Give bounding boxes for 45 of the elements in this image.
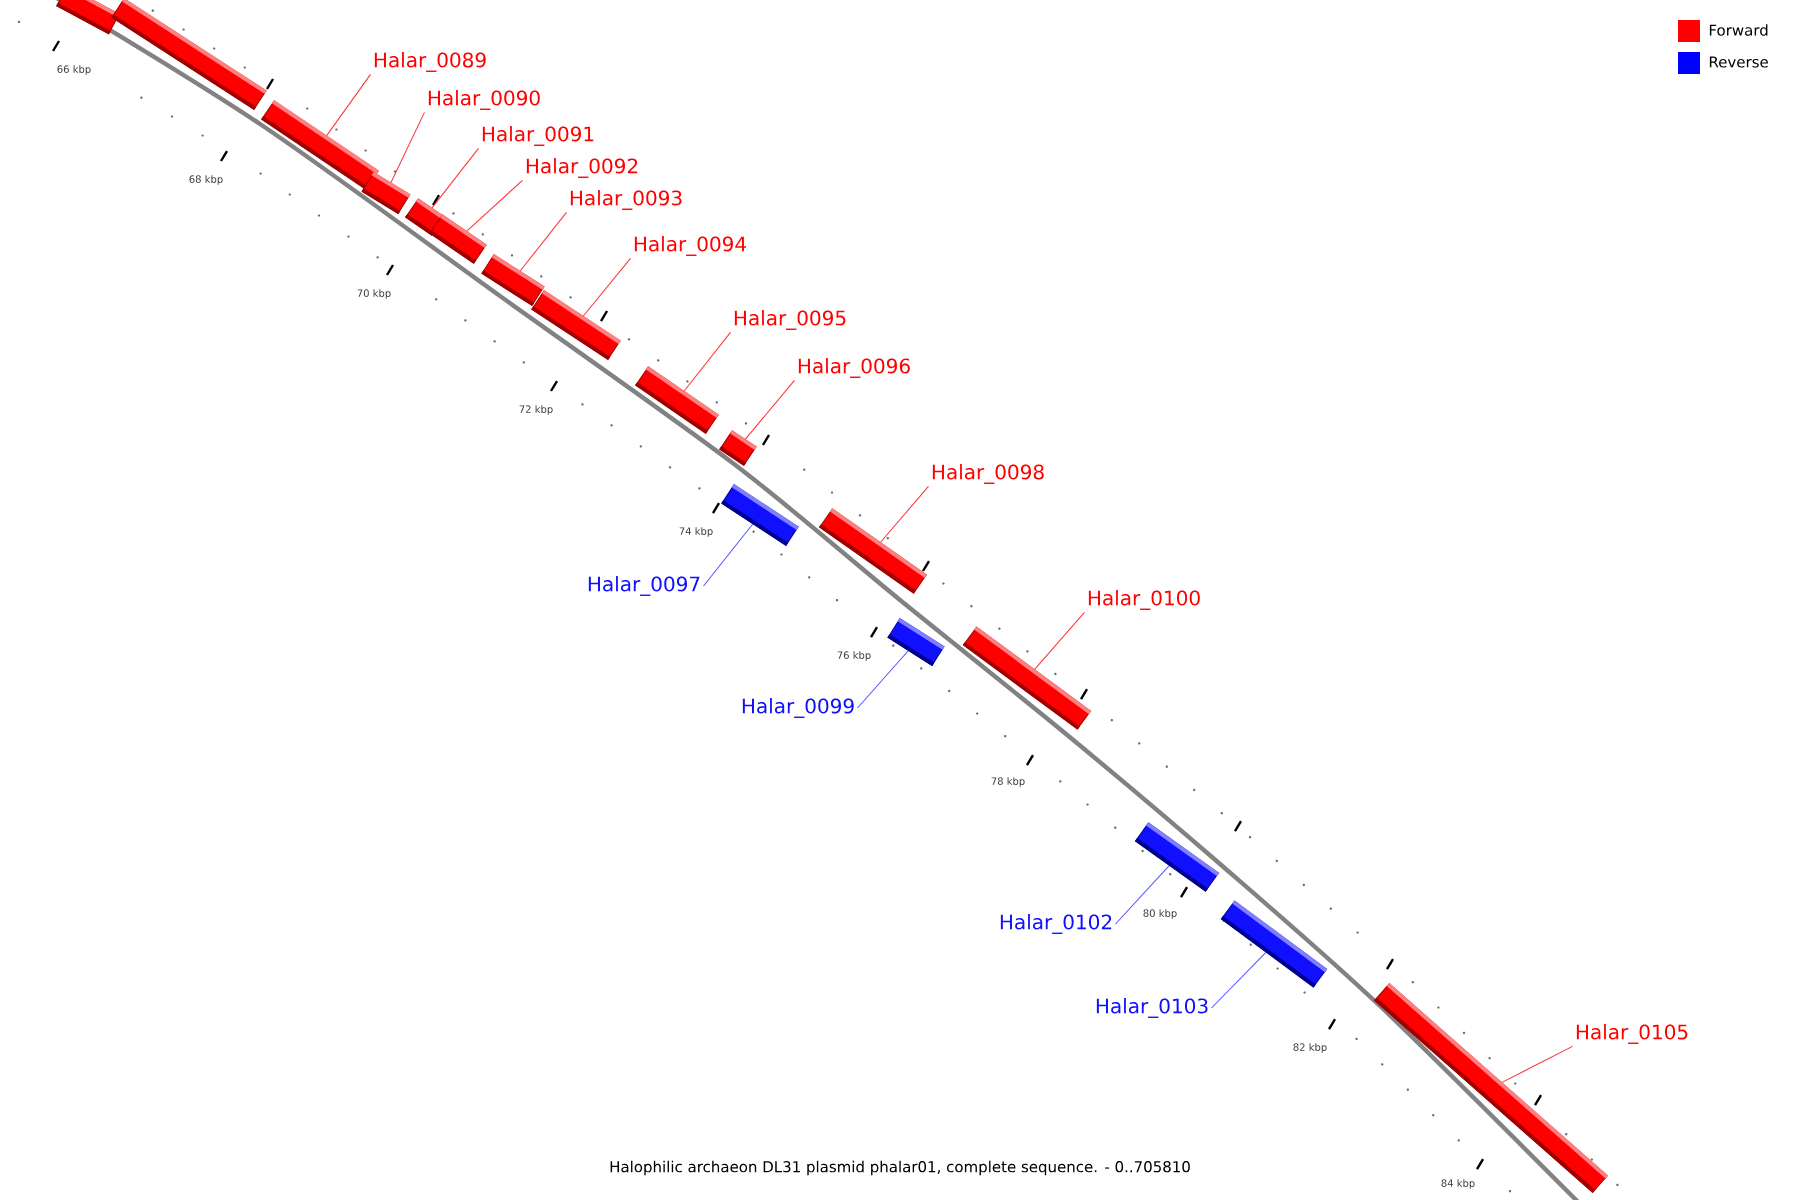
- gene-block: [719, 430, 757, 466]
- leader-line: [703, 523, 754, 587]
- gene-label: Halar_0098: [932, 464, 1044, 484]
- leader-line: [582, 257, 631, 317]
- gene-block: [962, 626, 1092, 730]
- leader-line: [1501, 1045, 1573, 1083]
- gene-label: Halar_0103: [1096, 998, 1208, 1018]
- gene-block: [1220, 900, 1328, 988]
- leader-line: [326, 73, 371, 137]
- gene-block: [429, 214, 487, 264]
- gene-label: Halar_0094: [634, 236, 746, 256]
- leader-line: [1115, 865, 1170, 925]
- leader-line: [683, 331, 731, 392]
- gene-label: Halar_0105: [1576, 1024, 1688, 1044]
- gene-block: [721, 483, 799, 547]
- gene-label: Halar_0095: [734, 310, 846, 330]
- leader-line: [744, 379, 795, 440]
- gene-block: [481, 253, 545, 307]
- leader-line: [1034, 611, 1085, 670]
- gene-label: Halar_0090: [428, 90, 540, 110]
- gene-label: Halar_0096: [798, 358, 910, 378]
- gene-label: Halar_0092: [526, 158, 638, 178]
- gene-block: [261, 100, 379, 190]
- gene-label: Halar_0102: [1000, 914, 1112, 934]
- leader-line: [1211, 951, 1267, 1009]
- leader-line: [857, 650, 909, 709]
- gene-block: [111, 0, 267, 111]
- leader-line: [519, 211, 567, 272]
- gene-label: Halar_0089: [374, 52, 486, 72]
- gene-block: [531, 290, 621, 361]
- gene-label: Halar_0099: [742, 698, 854, 718]
- gene-block: [361, 171, 411, 215]
- gene-block: [887, 617, 945, 667]
- gene-label: Halar_0097: [588, 576, 700, 596]
- leader-line: [390, 111, 425, 184]
- gene-block: [56, 0, 120, 35]
- leader-line: [466, 179, 523, 232]
- gene-block: [818, 508, 928, 594]
- gene-label: Halar_0091: [482, 126, 594, 146]
- leader-line: [880, 485, 929, 543]
- gene-block: [1134, 822, 1220, 892]
- gene-label: Halar_0093: [570, 190, 682, 210]
- leader-line: [431, 147, 479, 209]
- gene-label: Halar_0100: [1088, 590, 1200, 610]
- gene-block: [635, 366, 719, 434]
